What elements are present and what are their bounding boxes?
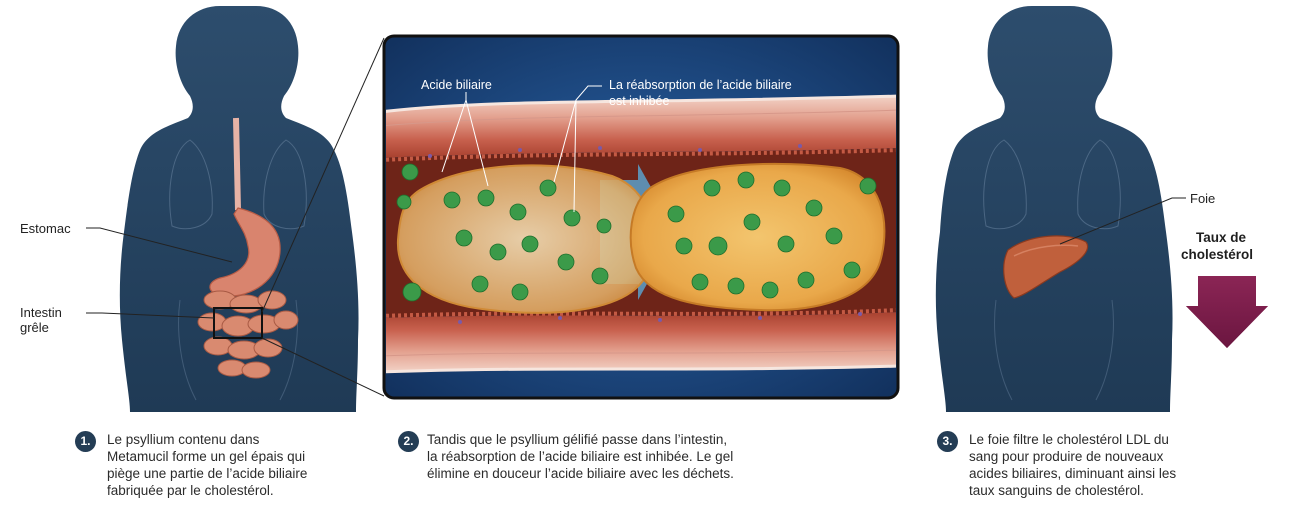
step-2-caption: Tandis que le psyllium gélifié passe dan…	[427, 431, 734, 482]
step-1-line-1: Le psyllium contenu dans	[107, 431, 307, 448]
small-intestine-label-line2: grêle	[20, 320, 49, 335]
step-3-line-4: taux sanguins de cholestérol.	[969, 482, 1176, 499]
reabsorption-label-line1: La réabsorption de l’acide biliaire	[609, 78, 792, 93]
step-2-line-2: la réabsorption de l’acide biliaire est …	[427, 448, 734, 465]
step-3-badge: 3.	[937, 431, 958, 452]
step-3-line-3: acides biliaires, diminuant ainsi les	[969, 465, 1176, 482]
step-3-caption: Le foie filtre le cholestérol LDL du san…	[969, 431, 1176, 499]
step-3-line-1: Le foie filtre le cholestérol LDL du	[969, 431, 1176, 448]
cholesterol-label-line1: Taux de	[1196, 230, 1246, 245]
step-1-line-3: piège une partie de l’acide biliaire	[107, 465, 307, 482]
step-2-line-1: Tandis que le psyllium gélifié passe dan…	[427, 431, 734, 448]
cholesterol-label-line2: cholestérol	[1181, 247, 1253, 262]
bile-acid-label: Acide biliaire	[421, 78, 492, 93]
left-body-silhouette	[120, 6, 359, 412]
step-1-line-4: fabriquée par le cholestérol.	[107, 482, 307, 499]
step-1-caption: Le psyllium contenu dans Metamucil forme…	[107, 431, 307, 499]
step-1-badge: 1.	[75, 431, 96, 452]
step-2-line-3: élimine en douceur l’acide biliaire avec…	[427, 465, 734, 482]
small-intestine-label-line1: Intestin	[20, 305, 62, 320]
step-2-badge: 2.	[398, 431, 419, 452]
step-1-line-2: Metamucil forme un gel épais qui	[107, 448, 307, 465]
stomach-label: Estomac	[20, 221, 71, 236]
liver-label: Foie	[1190, 191, 1215, 206]
step-3-line-2: sang pour produire de nouveaux	[969, 448, 1176, 465]
reabsorption-label-line2: est inhibée	[609, 94, 669, 109]
right-body-silhouette	[936, 6, 1173, 412]
